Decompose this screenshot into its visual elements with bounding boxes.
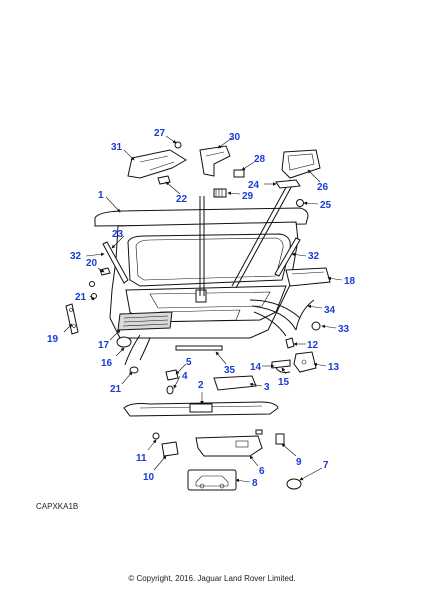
callout-21-lower: 21 xyxy=(110,384,122,395)
lower-components xyxy=(123,345,302,491)
callout-32-right: 32 xyxy=(308,251,320,262)
callout-8: 8 xyxy=(252,478,258,489)
callout-29: 29 xyxy=(242,191,254,202)
callout-6: 6 xyxy=(259,466,265,477)
callout-22: 22 xyxy=(176,194,188,205)
callout-5: 5 xyxy=(186,357,192,368)
copyright-notice: © Copyright, 2016. Jaguar Land Rover Lim… xyxy=(128,574,296,583)
callout-19: 19 xyxy=(47,334,59,345)
callout-23: 23 xyxy=(112,229,124,240)
callout-34: 34 xyxy=(324,305,336,316)
callout-33: 33 xyxy=(338,324,350,335)
callout-12: 12 xyxy=(307,340,319,351)
callout-7: 7 xyxy=(323,460,329,471)
callout-28: 28 xyxy=(254,154,266,165)
callout-32-left: 32 xyxy=(70,251,82,262)
callout-11: 11 xyxy=(136,453,147,464)
callout-21-upper: 21 xyxy=(75,292,87,303)
upper-components xyxy=(127,141,321,207)
drawing-code: CAPXKA1B xyxy=(36,502,79,511)
callout-3: 3 xyxy=(264,382,270,393)
gas-struts xyxy=(102,179,301,296)
callout-14: 14 xyxy=(250,362,262,373)
callout-16: 16 xyxy=(101,358,113,369)
callout-20: 20 xyxy=(86,258,98,269)
callout-31: 31 xyxy=(111,142,123,153)
callout-26: 26 xyxy=(317,182,329,193)
callout-10: 10 xyxy=(143,472,155,483)
callout-30: 30 xyxy=(229,132,241,143)
callout-17: 17 xyxy=(98,340,110,351)
callout-labels: 1 2 3 4 5 6 7 8 9 10 11 12 13 14 15 16 1… xyxy=(47,128,356,489)
callout-18: 18 xyxy=(344,276,356,287)
callout-9: 9 xyxy=(296,457,302,468)
callout-4: 4 xyxy=(182,371,188,382)
callout-15: 15 xyxy=(278,377,290,388)
callout-35: 35 xyxy=(224,365,236,376)
leader-lines xyxy=(63,135,343,483)
callout-1: 1 xyxy=(98,190,104,201)
callout-25: 25 xyxy=(320,200,332,211)
callout-27: 27 xyxy=(154,128,166,139)
callout-13: 13 xyxy=(328,362,340,373)
callout-2: 2 xyxy=(198,380,204,391)
right-components xyxy=(271,267,331,373)
callout-24: 24 xyxy=(248,180,260,191)
